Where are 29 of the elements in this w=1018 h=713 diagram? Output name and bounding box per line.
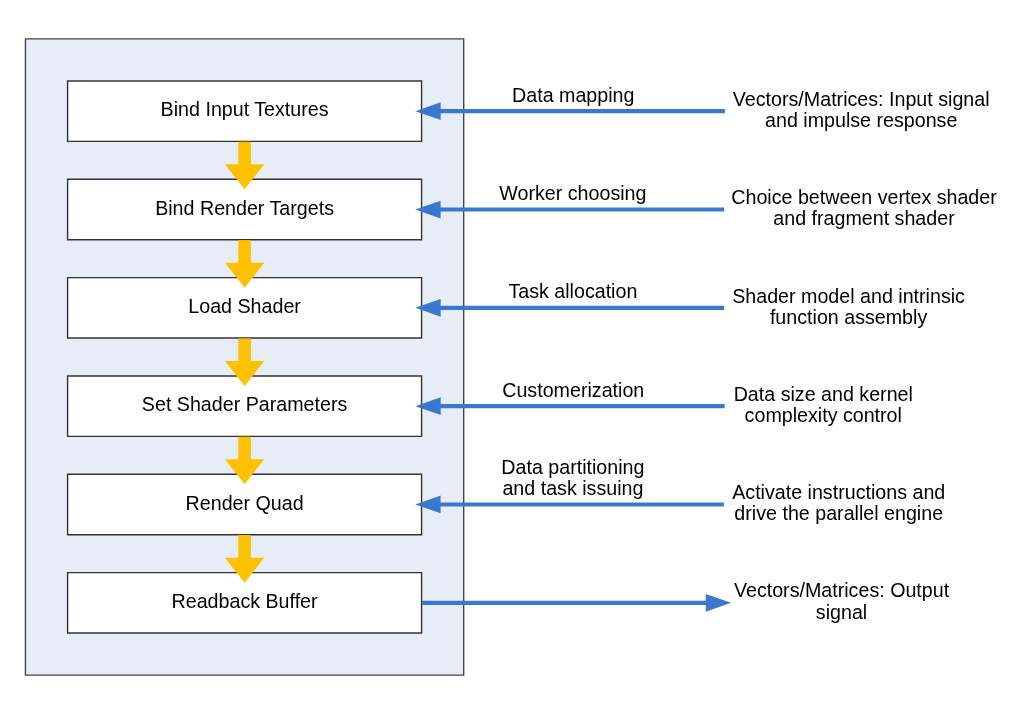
arrow: [415, 396, 725, 415]
edge-label: Task allocation: [508, 279, 638, 302]
node-text: Activate instructions and drive the parallel engine: [732, 480, 946, 524]
edge-label: Data partitioning and task issuing: [501, 455, 645, 499]
arrow: [224, 337, 265, 386]
node-text: Choice between vertex shader and fragment shader: [731, 185, 997, 229]
node-box: Readback Buffer: [66, 571, 423, 634]
arrow: [224, 534, 265, 583]
arrow: [224, 239, 265, 288]
edge-label: Customerization: [502, 378, 645, 401]
node-box: Render Quad: [66, 473, 423, 535]
node-box: Set Shader Parameters: [66, 374, 423, 437]
arrow: [224, 436, 265, 484]
edge-label: Worker choosing: [499, 181, 647, 204]
node-box: Bind Input Textures: [66, 79, 423, 142]
arrow: [415, 101, 725, 120]
node-text: Data size and kernel complexity control: [733, 382, 913, 426]
arrow: [224, 141, 265, 189]
node-box: Load Shader: [66, 276, 423, 339]
edge-label: Data mapping: [512, 83, 635, 106]
node-text: Shader model and intrinsic function assembly: [732, 284, 965, 328]
arrow: [415, 200, 725, 218]
cluster: [24, 37, 465, 676]
node-box: Bind Render Targets: [66, 178, 423, 240]
arrow: [415, 495, 724, 513]
node-text: Vectors/Matrices: Output signal: [733, 578, 950, 623]
arrow: [415, 298, 725, 317]
node-text: Vectors/Matrices: Input signal and impulse response: [732, 87, 990, 131]
arrow: [421, 593, 732, 612]
